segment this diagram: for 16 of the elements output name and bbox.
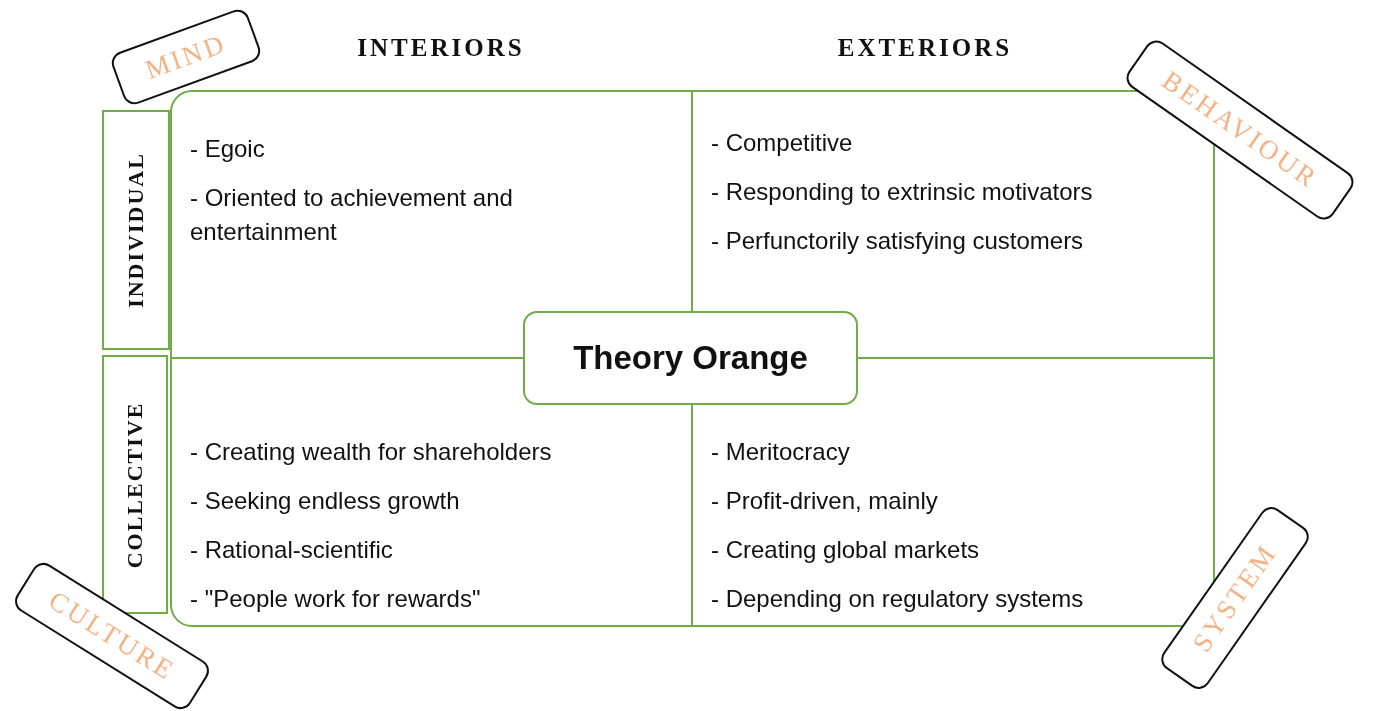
bullet-text: - Perfunctorily satisfying customers <box>711 226 1085 256</box>
column-heading: INTERIORS <box>357 34 525 62</box>
column-heading: EXTERIORS <box>837 34 1013 62</box>
row-header-panel <box>102 110 170 350</box>
row-header-text: INDIVIDUAL <box>123 152 149 308</box>
bullet-text: - Seeking endless growth <box>190 486 461 516</box>
title-box: Theory Orange <box>523 311 858 405</box>
bullet-text: - Profit-driven, mainly <box>711 486 939 516</box>
bullet-text: - Creating wealth for shareholders <box>190 437 553 467</box>
bullet-text: - Depending on regulatory systems <box>711 584 1085 614</box>
bullet-text: - Oriented to achievement and entertainment <box>190 183 514 247</box>
bullet-text: - Competitive <box>711 128 854 158</box>
bullet-text: - Meritocracy <box>711 437 851 467</box>
bullet-text: - Responding to extrinsic motivators <box>711 177 1094 207</box>
bullet-text: - Egoic <box>190 134 266 164</box>
bullet-text: - Creating global markets <box>711 535 981 565</box>
